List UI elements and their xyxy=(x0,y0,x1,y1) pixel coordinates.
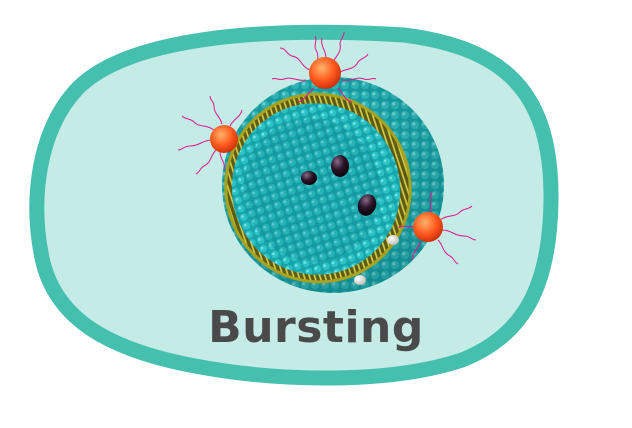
caption-bursting: Bursting xyxy=(208,302,424,353)
ligand-particle-icon xyxy=(177,31,477,265)
drug-molecule-icon xyxy=(301,155,399,285)
